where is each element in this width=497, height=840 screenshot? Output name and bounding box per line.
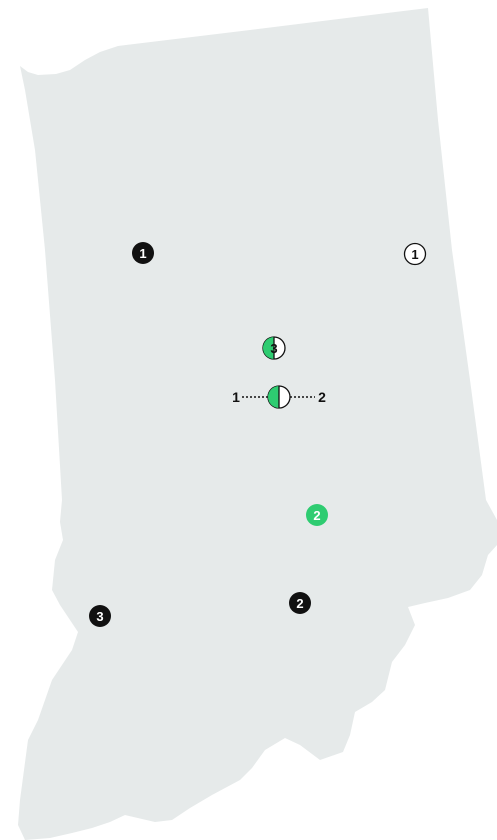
marker-half-3-label: 3 (270, 341, 277, 356)
marker-solid-2-label: 2 (296, 596, 303, 611)
range-left-label: 1 (232, 389, 240, 405)
marker-solid-1-label: 1 (139, 246, 146, 261)
marker-green-2-label: 2 (313, 508, 320, 523)
markers-layer: 1 1 3 2 2 3 (89, 242, 427, 627)
marker-solid-1: 1 (132, 242, 154, 264)
marker-outline-1-label: 1 (411, 247, 418, 262)
state-outline (18, 8, 497, 840)
marker-green-2: 2 (306, 504, 328, 526)
marker-solid-3-label: 3 (96, 609, 103, 624)
marker-outline-1: 1 (403, 242, 427, 266)
range-center-marker (267, 385, 291, 409)
marker-solid-3: 3 (89, 605, 111, 627)
range-indicator: 1 2 (232, 385, 326, 409)
range-right-label: 2 (318, 389, 326, 405)
marker-half-3: 3 (262, 336, 286, 360)
marker-solid-2: 2 (289, 592, 311, 614)
